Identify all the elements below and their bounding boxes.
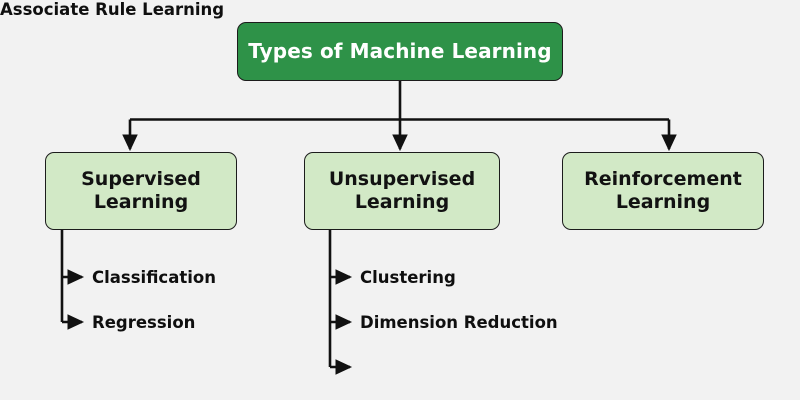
node-supervised-learning[interactable]: Supervised Learning bbox=[45, 152, 237, 230]
node-reinforcement-label-line1: Reinforcement bbox=[584, 167, 742, 190]
node-types-of-machine-learning[interactable]: Types of Machine Learning bbox=[237, 22, 563, 81]
node-reinforcement-learning[interactable]: Reinforcement Learning bbox=[562, 152, 764, 230]
node-supervised-label-line1: Supervised bbox=[81, 167, 201, 190]
node-supervised-label-line2: Learning bbox=[93, 191, 189, 213]
node-supervised-label: Supervised Learning bbox=[81, 168, 201, 214]
node-unsupervised-label-line1: Unsupervised bbox=[328, 167, 476, 190]
node-unsupervised-label-line2: Learning bbox=[354, 191, 450, 213]
node-reinforcement-label: Reinforcement Learning bbox=[584, 168, 742, 214]
leaf-classification[interactable]: Classification bbox=[92, 268, 216, 287]
node-unsupervised-learning[interactable]: Unsupervised Learning bbox=[304, 152, 500, 230]
node-reinforcement-label-line2: Learning bbox=[615, 191, 711, 213]
leaf-regression[interactable]: Regression bbox=[92, 313, 196, 332]
node-unsupervised-label: Unsupervised Learning bbox=[329, 168, 475, 214]
node-root-label: Types of Machine Learning bbox=[248, 39, 552, 64]
leaf-dimension-reduction[interactable]: Dimension Reduction bbox=[360, 313, 558, 332]
leaf-clustering[interactable]: Clustering bbox=[360, 268, 456, 287]
leaf-associate-rule-learning[interactable]: Associate Rule Learning bbox=[0, 0, 225, 19]
